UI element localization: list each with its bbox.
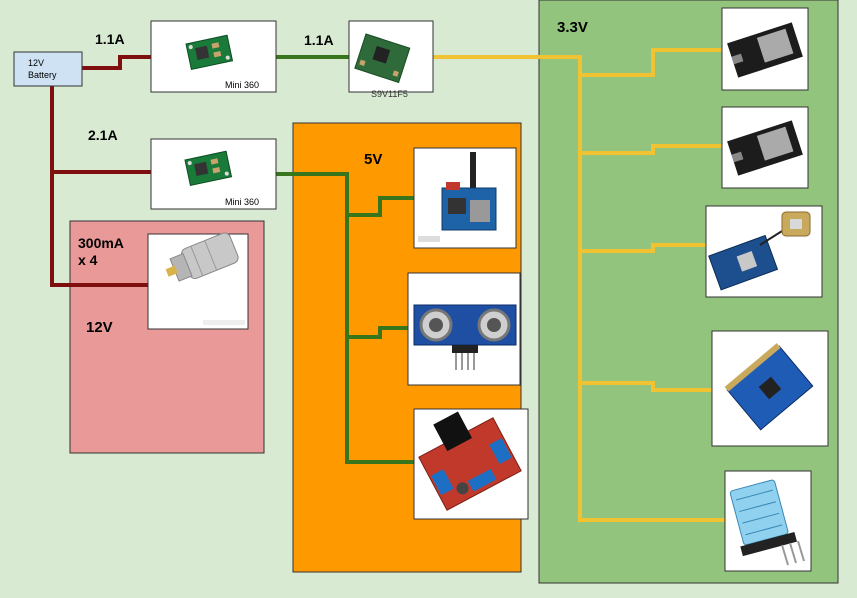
- gear-motor-image: [147, 232, 249, 330]
- mini360-bottom: Mini 360: [150, 138, 277, 210]
- zone-5v-label: 5V: [364, 151, 382, 168]
- current-top-input: 1.1A: [95, 31, 125, 47]
- battery-box: 12V Battery: [13, 51, 83, 87]
- motor-count: x 4: [78, 252, 98, 268]
- battery-label-name: Battery: [28, 70, 57, 80]
- l298n-driver-image: [413, 408, 529, 520]
- mini360-bottom-label: Mini 360: [225, 197, 259, 207]
- zone-3v3-label: 3.3V: [557, 19, 588, 36]
- wires-12v: [50, 55, 151, 287]
- current-bottom-input: 2.1A: [88, 127, 118, 143]
- current-motor: 300mA: [78, 235, 124, 251]
- gps-module-image: [705, 205, 823, 298]
- zone-12v-label: 12V: [86, 319, 113, 336]
- s9v11f5-regulator: S9V11F5: [348, 20, 434, 99]
- mpu6050-imu-image: [711, 330, 829, 447]
- battery-label-voltage: 12V: [28, 58, 44, 68]
- wires-5v: [276, 55, 414, 464]
- dht11-sensor-image: [724, 470, 812, 572]
- wires-3v3: [433, 48, 725, 522]
- mini360-top: Mini 360: [150, 20, 277, 93]
- hcsr04-sensor-image: [407, 272, 521, 386]
- s9v11f5-label: S9V11F5: [371, 89, 408, 99]
- current-top-output: 1.1A: [304, 32, 334, 48]
- mini360-top-label: Mini 360: [225, 80, 259, 90]
- esp32-board-1-image: [721, 7, 809, 91]
- sim800-module-image: [413, 147, 517, 249]
- esp32-board-2-image: [721, 106, 809, 189]
